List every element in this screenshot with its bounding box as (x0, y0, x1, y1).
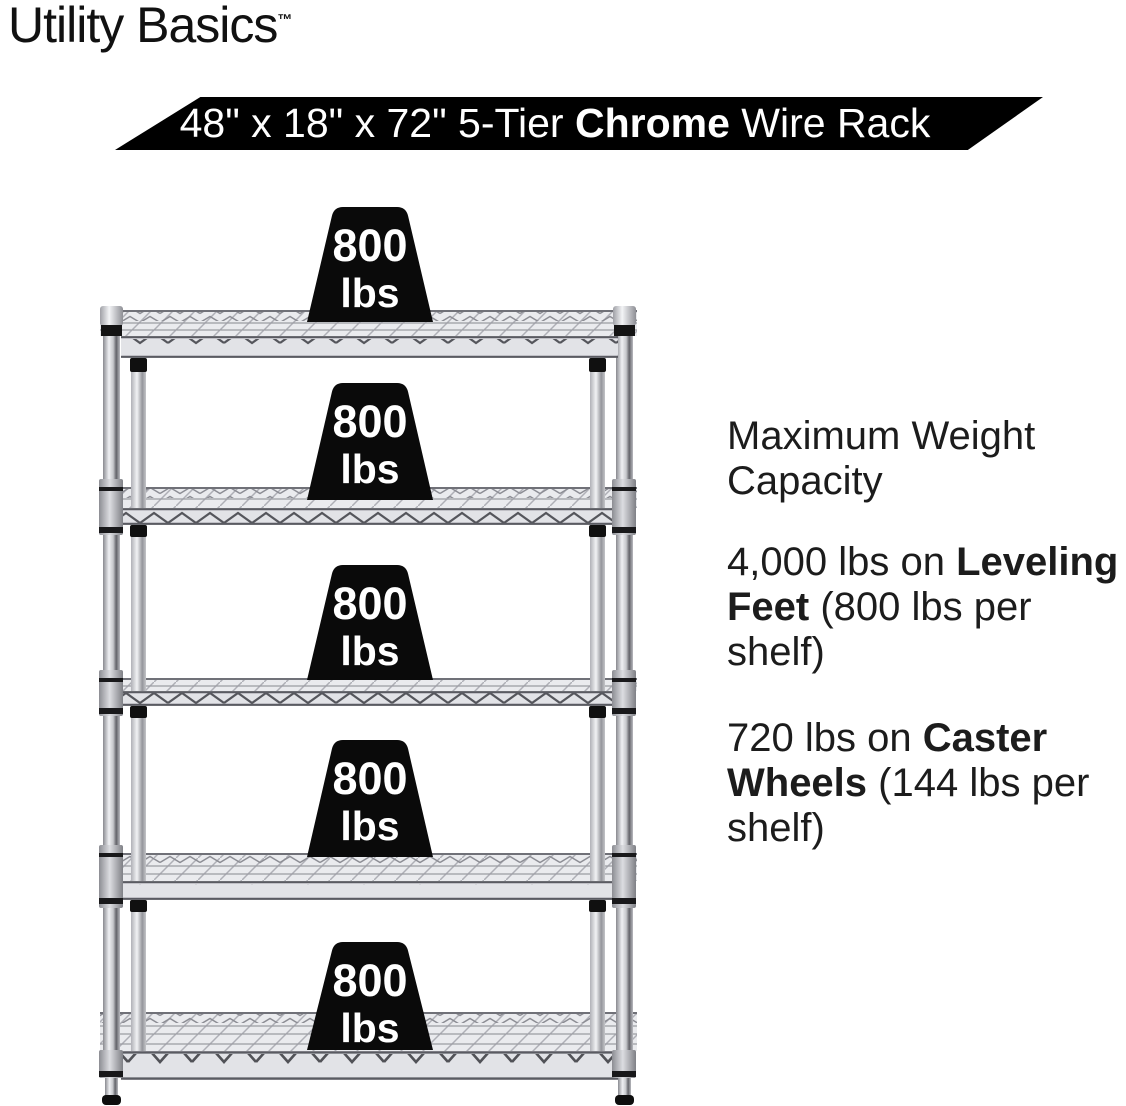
trademark-symbol: ™ (277, 11, 293, 29)
weight-badge-label: 800 lbs (295, 399, 445, 490)
weight-unit: lbs (340, 1005, 400, 1051)
weight-value: 800 (332, 955, 408, 1006)
text-line: shelf) (727, 630, 825, 674)
shelf-front-bands (121, 336, 618, 1080)
heading-line: Maximum Weight (727, 414, 1036, 458)
weight-unit: lbs (340, 270, 400, 316)
text-line: 4,000 lbs on Leveling (727, 540, 1126, 585)
brand-logo-text: Utility Basics (8, 0, 278, 53)
text-segment-bold: Feet (727, 585, 810, 629)
text-line: Wheels (144 lbs per (727, 761, 1126, 806)
max-weight-heading: Maximum Weight Capacity (727, 414, 1126, 504)
banner-finish-text: Chrome (574, 100, 730, 146)
leveling-feet (99, 1050, 636, 1105)
text-segment: 4,000 lbs on (727, 540, 957, 584)
weight-unit: lbs (340, 803, 400, 849)
banner-dimensions-text: 48" x 18" x 72" 5-Tier (179, 100, 575, 146)
text-segment: (144 lbs per (867, 761, 1090, 805)
weight-value: 800 (332, 578, 408, 629)
weight-value: 800 (332, 220, 408, 271)
text-segment: 720 lbs on (727, 716, 923, 760)
weight-unit: lbs (340, 446, 400, 492)
weight-icon (307, 383, 433, 500)
post-sleeves (99, 479, 636, 908)
caster-wheels-capacity-text: 720 lbs on Caster Wheels (144 lbs per sh… (727, 716, 1126, 851)
text-segment-bold: Leveling (956, 540, 1119, 584)
brand-logo: Utility Basics™ (8, 0, 292, 54)
weight-badge-label: 800 lbs (295, 223, 445, 314)
weight-badge-label: 800 lbs (295, 581, 445, 672)
weight-icon (307, 207, 433, 322)
weight-icon (307, 565, 433, 680)
text-segment-bold: Caster (922, 716, 1048, 760)
weight-icons (307, 207, 433, 1050)
text-line: shelf) (727, 806, 825, 850)
weight-value: 800 (332, 396, 408, 447)
weight-icon (307, 740, 433, 857)
weight-badge-label: 800 lbs (295, 756, 445, 847)
heading-line: Capacity (727, 459, 883, 503)
weight-icon (307, 942, 433, 1050)
leveling-feet-capacity-text: 4,000 lbs on Leveling Feet (800 lbs per … (727, 540, 1126, 675)
weight-unit: lbs (340, 628, 400, 674)
weight-badge-label: 800 lbs (295, 958, 445, 1049)
text-segment-bold: Wheels (727, 761, 868, 805)
weight-value: 800 (332, 753, 408, 804)
text-segment: (800 lbs per (809, 585, 1032, 629)
specs-text-column: Maximum Weight Capacity 4,000 lbs on Lev… (727, 414, 1126, 851)
title-banner: 48" x 18" x 72" 5-Tier Chrome Wire Rack (115, 97, 1043, 150)
banner-product-text: Wire Rack (729, 100, 931, 146)
text-line: 720 lbs on Caster (727, 716, 1126, 761)
text-line: Feet (800 lbs per (727, 585, 1126, 630)
